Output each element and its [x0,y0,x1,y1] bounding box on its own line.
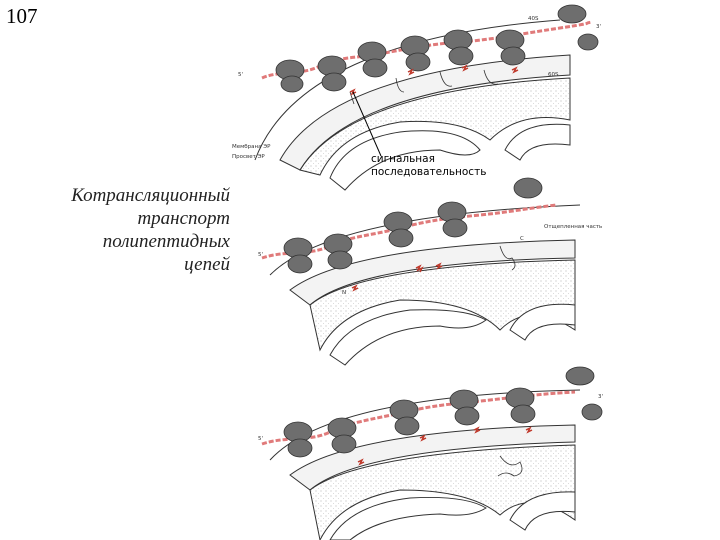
label-3-end-3: 3' [598,394,603,400]
label-5-end: 5' [238,72,243,78]
er-lumen [299,77,571,176]
label-5-end-2: 5' [258,252,263,258]
title-line-2: транспорт [137,208,230,229]
label-lumen: Просвет ЭР [232,154,265,160]
signal-sequence-label: сигнальная последовательность [371,153,486,179]
label-5-end-3: 5' [258,436,263,442]
label-40s: 40S [528,16,539,22]
panel-1: 5' 3' 40S 60S Мембрана ЭР Просвет ЭР [232,4,601,191]
label-60s: 60S [548,72,559,78]
er-membrane-outer [254,19,561,161]
callout-line-1: сигнальная [371,153,435,165]
slide-title: Котрансляционный транспорт полипептидных… [12,184,230,276]
label-membrane: Мембрана ЭР [232,144,271,150]
panel-2: 5' Отщепленная часть N C [258,177,602,366]
label-c-term: C [520,236,524,242]
panel-3: 5' 3' [258,366,603,540]
title-line-3: полипептидных [102,231,230,252]
er-membrane [279,54,571,171]
slide-number: 107 [6,4,38,28]
title-line-4: цепей [184,254,230,275]
ribosome [275,4,599,93]
callout-pointer [352,91,382,157]
label-n-term: N [342,290,346,296]
label-3-end: 3' [596,24,601,30]
title-line-1: Котрансляционный [71,185,230,206]
label-cleaved: Отщепленная часть [544,224,602,230]
callout-line-2: последовательность [371,166,487,178]
